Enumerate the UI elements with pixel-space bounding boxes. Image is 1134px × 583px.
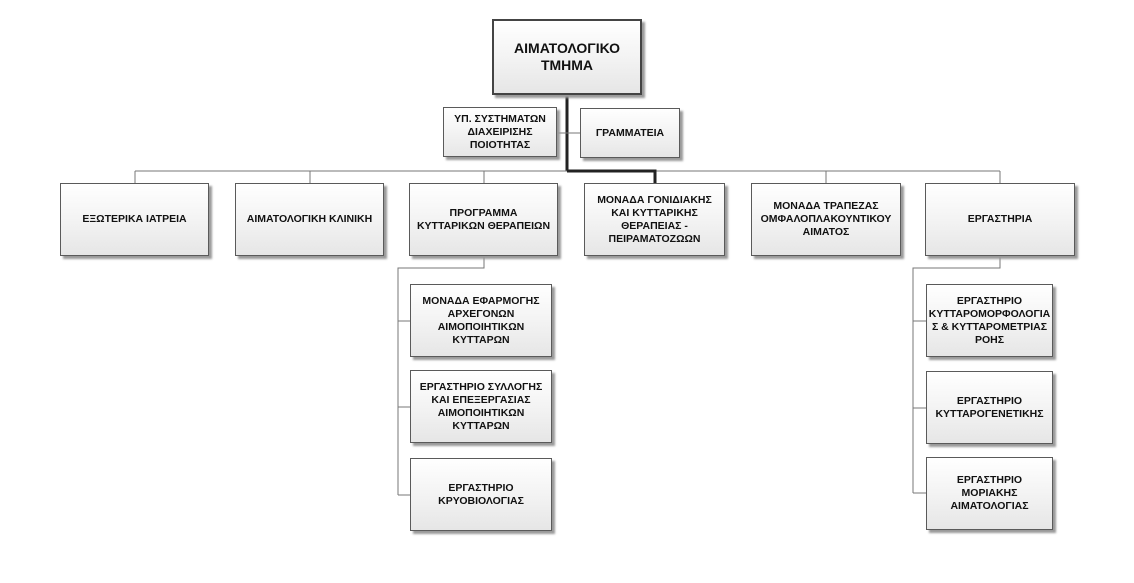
node-gene-cell-therapy-unit: ΜΟΝΑΔΑ ΓΟΝΙΔΙΑΚΗΣ ΚΑΙ ΚΥΤΤΑΡΙΚΗΣ ΘΕΡΑΠΕΙ…: [584, 183, 725, 256]
node-cord-blood-bank-unit: ΜΟΝΑΔΑ ΤΡΑΠΕΖΑΣ ΟΜΦΑΛΟΠΛΑΚΟΥΝΤΙΚΟΥ ΑΙΜΑΤ…: [751, 183, 901, 256]
root-node-hematology-department: ΑΙΜΑΤΟΛΟΓΙΚΟ ΤΜΗΜΑ: [492, 19, 642, 95]
node-molecular-hematology-lab: ΕΡΓΑΣΤΗΡΙΟ ΜΟΡΙΑΚΗΣ ΑΙΜΑΤΟΛΟΓΙΑΣ: [926, 457, 1053, 530]
node-stem-cell-application-unit: ΜΟΝΑΔΑ ΕΦΑΡΜΟΓΗΣ ΑΡΧΕΓΟΝΩΝ ΑΙΜΟΠΟΙΗΤΙΚΩΝ…: [410, 284, 552, 357]
node-secretariat: ΓΡΑΜΜΑΤΕΙΑ: [580, 108, 680, 158]
node-quality-management: ΥΠ. ΣΥΣΤΗΜΑΤΩΝ ΔΙΑΧΕΙΡΙΣΗΣ ΠΟΙΟΤΗΤΑΣ: [443, 107, 557, 157]
connector-cell-therapy-subtree: [397, 256, 485, 496]
node-stem-cell-collection-lab: ΕΡΓΑΣΤΗΡΙΟ ΣΥΛΛΟΓΗΣ ΚΑΙ ΕΠΕΞΕΡΓΑΣΙΑΣ ΑΙΜ…: [410, 370, 552, 443]
node-cytomorphology-flow-cytometry-lab: ΕΡΓΑΣΤΗΡΙΟ ΚΥΤΤΑΡΟΜΟΡΦΟΛΟΓΙΑ Σ & ΚΥΤΤΑΡΟ…: [926, 284, 1053, 357]
node-cell-therapy-program: ΠΡΟΓΡΑΜΜΑ ΚΥΤΤΑΡΙΚΩΝ ΘΕΡΑΠΕΙΩΝ: [409, 183, 558, 256]
node-outpatient-clinics: ΕΞΩΤΕΡΙΚΑ ΙΑΤΡΕΙΑ: [60, 183, 209, 256]
connector-gene-highlight: [567, 169, 657, 183]
connector-laboratories-subtree: [912, 256, 1001, 494]
node-cryobiology-lab: ΕΡΓΑΣΤΗΡΙΟ ΚΡΥΟΒΙΟΛΟΓΙΑΣ: [410, 458, 552, 531]
node-hematology-clinic: ΑΙΜΑΤΟΛΟΓΙΚΗ ΚΛΙΝΙΚΗ: [235, 183, 384, 256]
node-laboratories: ΕΡΓΑΣΤΗΡΙΑ: [925, 183, 1075, 256]
node-cytogenetics-lab: ΕΡΓΑΣΤΗΡΙΟ ΚΥΤΤΑΡΟΓΕΝΕΤΙΚΗΣ: [926, 371, 1053, 444]
